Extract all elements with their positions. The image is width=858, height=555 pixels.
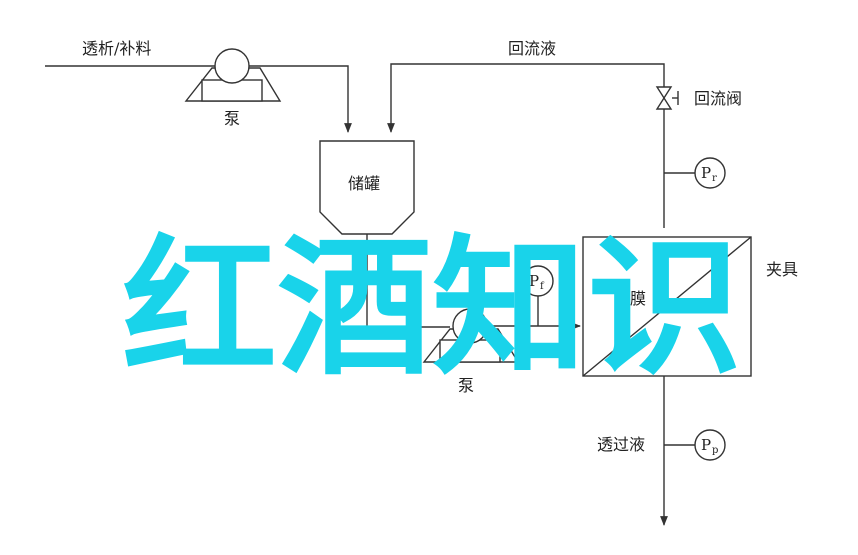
pump-bottom-label: 泵 [458, 376, 474, 395]
tank-label: 储罐 [348, 174, 380, 193]
pump-top-label: 泵 [224, 109, 240, 128]
feed-label: 透析/补料 [82, 39, 151, 58]
membrane-module [582, 236, 752, 377]
pump-top [184, 48, 282, 102]
clamp-label: 夹具 [766, 260, 798, 279]
svg-text:r: r [712, 173, 717, 184]
storage-tank [319, 140, 415, 235]
svg-text:f: f [540, 281, 545, 292]
watermark-title: 红酒知识 [122, 222, 742, 396]
svg-text:P: P [529, 272, 539, 290]
reflux-label: 回流液 [508, 39, 556, 58]
reflux-line [387, 63, 665, 228]
reflux-valve-icon [655, 86, 679, 110]
feed-line [45, 65, 352, 133]
pressure-gauge-pp: P p [664, 429, 726, 461]
tank-outlet-line [366, 234, 450, 328]
pressure-gauge-pf: P f [522, 265, 554, 326]
reflux-valve-label: 回流阀 [694, 89, 742, 108]
svg-text:p: p [712, 445, 718, 456]
svg-text:P: P [701, 164, 711, 182]
permeate-label: 透过液 [597, 435, 645, 454]
pump-bottom [422, 308, 520, 363]
membrane-label: 膜 [630, 289, 646, 308]
pressure-gauge-pr: P r [664, 157, 726, 189]
svg-text:P: P [701, 436, 711, 454]
